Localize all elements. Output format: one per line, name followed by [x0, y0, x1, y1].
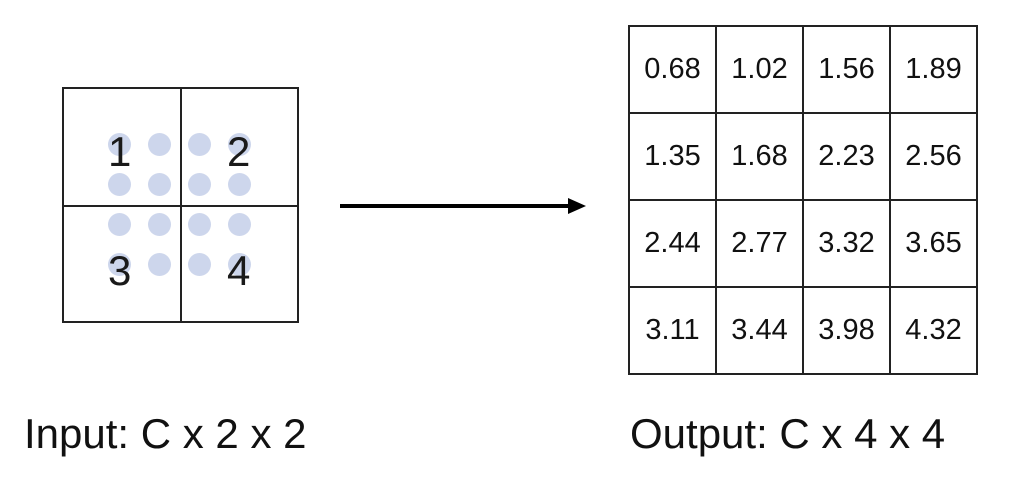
- sample-dot: [148, 133, 171, 156]
- sample-dot: [108, 173, 131, 196]
- output-cell: 2.56: [889, 112, 978, 201]
- input-cell-1-label: 1: [108, 128, 132, 175]
- input-cell-3-label: 3: [108, 247, 132, 294]
- output-cell: 3.32: [802, 199, 891, 288]
- sample-dot: [148, 213, 171, 236]
- output-cell: 1.68: [715, 112, 804, 201]
- sample-dot: [188, 133, 211, 156]
- output-row: 0.68 1.02 1.56 1.89: [628, 25, 978, 114]
- sample-dot: [108, 133, 131, 156]
- output-cell: 2.44: [628, 199, 717, 288]
- output-cell: 3.98: [802, 286, 891, 375]
- sample-dot: [228, 173, 251, 196]
- sample-dot: [148, 173, 171, 196]
- input-caption: Input: C x 2 x 2: [24, 410, 307, 457]
- output-grid: 0.68 1.02 1.56 1.89 1.35 1.68 2.23 2.56 …: [628, 25, 978, 375]
- output-row: 1.35 1.68 2.23 2.56: [628, 112, 978, 201]
- output-cell: 1.35: [628, 112, 717, 201]
- input-cell-2-label: 2: [227, 128, 251, 175]
- output-cell: 4.32: [889, 286, 978, 375]
- arrow-right-icon: [340, 198, 586, 214]
- sample-dot: [188, 253, 211, 276]
- sample-dot: [188, 213, 211, 236]
- sample-dot: [188, 173, 211, 196]
- input-grid: 1 2 3 4: [62, 87, 299, 323]
- sample-dot: [108, 253, 131, 276]
- sample-dot: [228, 253, 251, 276]
- output-cell: 1.89: [889, 25, 978, 114]
- output-cell: 3.44: [715, 286, 804, 375]
- output-cell: 3.11: [628, 286, 717, 375]
- output-cell: 2.23: [802, 112, 891, 201]
- sample-dot: [228, 213, 251, 236]
- output-cell: 2.77: [715, 199, 804, 288]
- sample-dot: [108, 213, 131, 236]
- output-cell: 1.56: [802, 25, 891, 114]
- sample-dot: [148, 253, 171, 276]
- input-grid-horizontal-divider: [64, 205, 297, 207]
- output-caption: Output: C x 4 x 4: [630, 410, 946, 457]
- input-cell-4-label: 4: [227, 247, 251, 294]
- output-row: 3.11 3.44 3.98 4.32: [628, 286, 978, 375]
- output-cell: 3.65: [889, 199, 978, 288]
- output-cell: 0.68: [628, 25, 717, 114]
- sample-dot: [228, 133, 251, 156]
- output-cell: 1.02: [715, 25, 804, 114]
- output-row: 2.44 2.77 3.32 3.65: [628, 199, 978, 288]
